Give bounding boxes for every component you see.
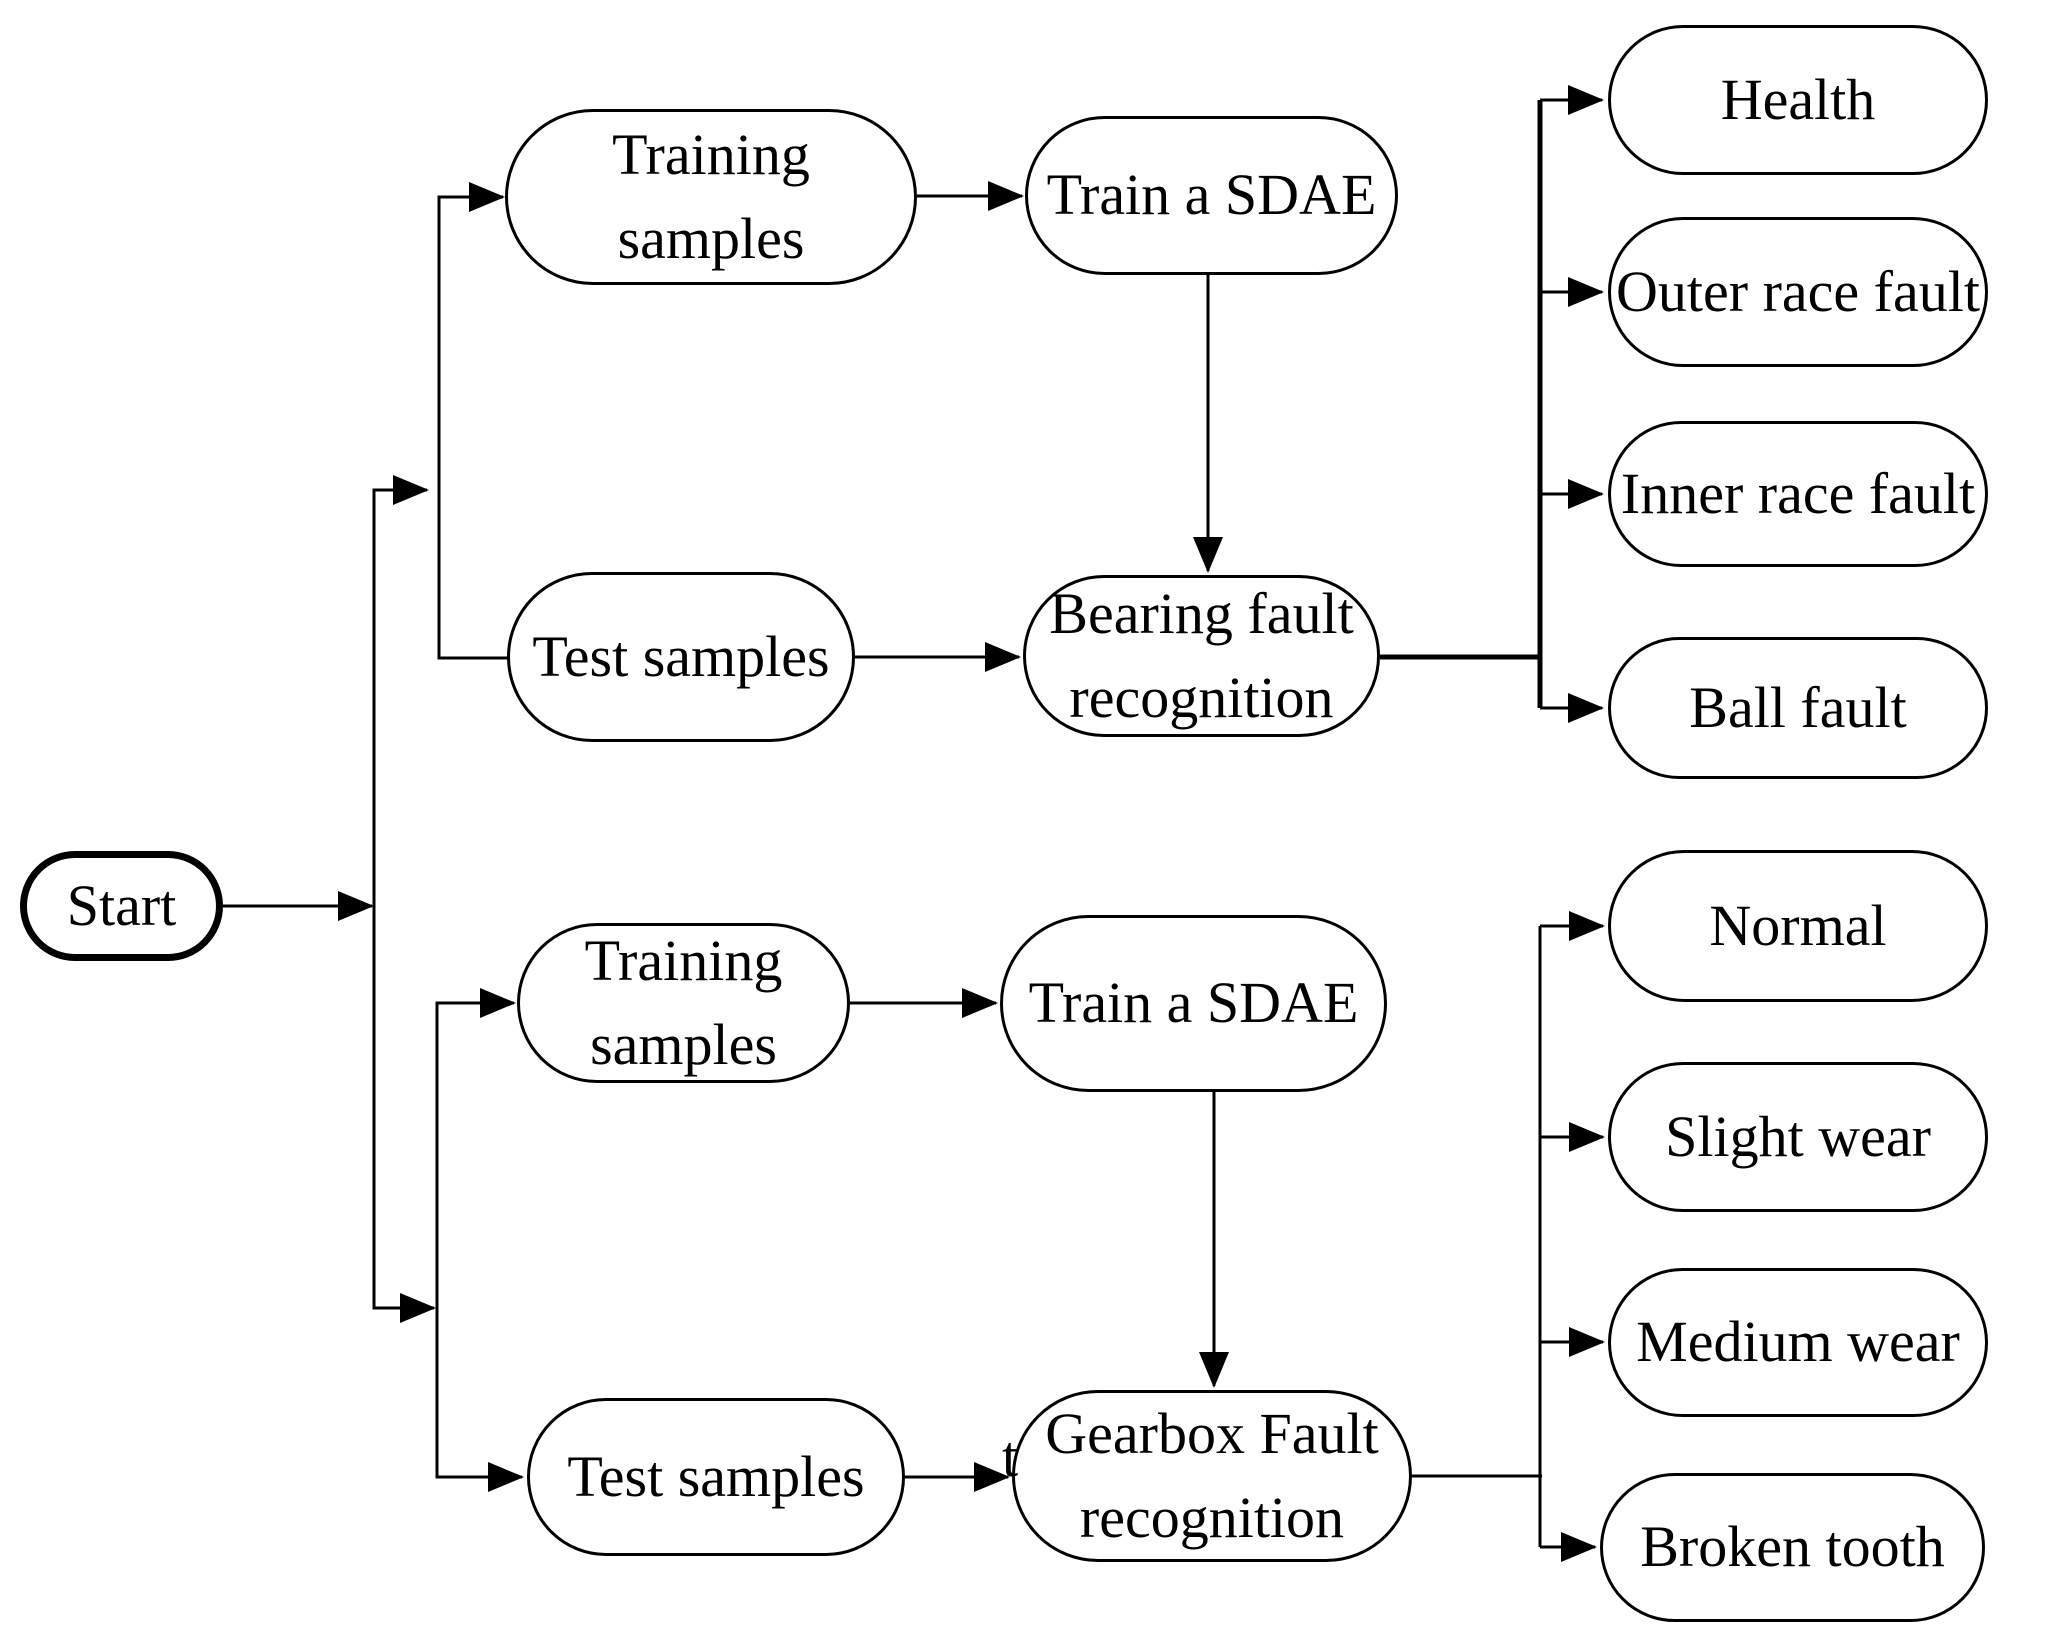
- node-inner-race-fault: Inner race fault: [1608, 421, 1988, 567]
- node-broken-tooth: Broken tooth: [1600, 1473, 1985, 1622]
- node-label-slight-wear: Slight wear: [1665, 1103, 1931, 1169]
- node-train-sdae-bearing: Train a SDAE: [1025, 116, 1398, 275]
- node-start: Start: [20, 851, 223, 961]
- node-label-bearing-fault-recognition: Bearing fault recognition: [1049, 580, 1354, 730]
- node-label-medium-wear: Medium wear: [1636, 1309, 1960, 1375]
- node-label-train-sdae-gearbox: Train a SDAE: [1028, 970, 1359, 1036]
- edge-to-training-gearbox: [435, 988, 516, 1308]
- node-bearing-fault-recognition: Bearing fault recognition: [1023, 575, 1380, 737]
- node-medium-wear: Medium wear: [1608, 1268, 1988, 1417]
- node-training-samples-gearbox: Training samples: [517, 923, 850, 1083]
- edge-trunk-bottom-split: [372, 906, 436, 1323]
- node-test-samples-bearing: Test samples: [507, 572, 855, 742]
- node-normal: Normal: [1608, 850, 1988, 1002]
- node-label-health: Health: [1720, 66, 1876, 132]
- edge-to-test-bearing: [437, 488, 510, 660]
- stray-text-t: t: [1002, 1424, 1019, 1489]
- edge-trunk-top-split: [372, 475, 429, 906]
- node-slight-wear: Slight wear: [1608, 1062, 1988, 1212]
- node-label-inner-race-fault: Inner race fault: [1620, 460, 1976, 526]
- node-label-gearbox-fault-recognition: Gearbox Fault recognition: [1045, 1400, 1379, 1550]
- node-outer-race-fault: Outer race fault: [1608, 217, 1988, 367]
- edge-to-test-gearbox: [435, 1308, 524, 1492]
- edge-to-training-bearing: [437, 182, 505, 490]
- node-label-ball-fault: Ball fault: [1689, 674, 1907, 740]
- node-label-broken-tooth: Broken tooth: [1640, 1514, 1945, 1580]
- node-training-samples-bearing: Training samples: [505, 109, 917, 285]
- node-test-samples-gearbox: Test samples: [527, 1398, 905, 1556]
- node-label-outer-race-fault: Outer race fault: [1616, 258, 1980, 324]
- node-label-test-samples-bearing: Test samples: [532, 623, 830, 689]
- node-label-start: Start: [66, 872, 177, 938]
- node-health: Health: [1608, 25, 1988, 175]
- node-label-training-samples-bearing: Training samples: [612, 121, 810, 271]
- node-ball-fault: Ball fault: [1608, 637, 1988, 779]
- node-label-train-sdae-bearing: Train a SDAE: [1046, 162, 1377, 228]
- node-label-training-samples-gearbox: Training samples: [584, 927, 783, 1077]
- node-label-normal: Normal: [1709, 892, 1887, 958]
- node-gearbox-fault-recognition: Gearbox Fault recognition: [1012, 1390, 1412, 1562]
- node-label-test-samples-gearbox: Test samples: [567, 1443, 865, 1509]
- node-train-sdae-gearbox: Train a SDAE: [1000, 915, 1387, 1092]
